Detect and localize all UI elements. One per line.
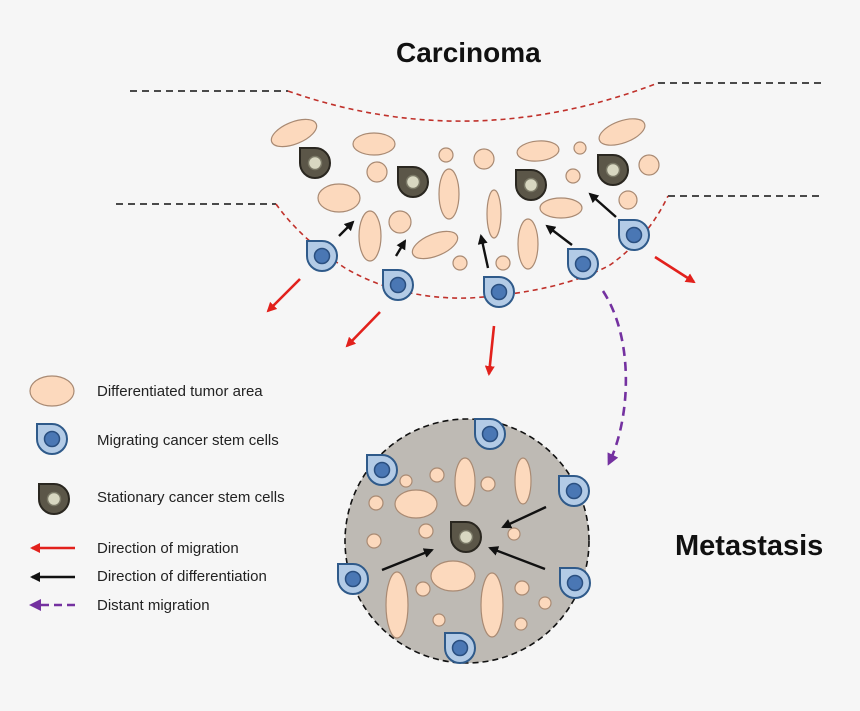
differentiated-cells-metastasis [366,457,552,639]
stationary-stem-cell-metastasis [450,521,482,553]
distant-migration-arrow [601,290,628,466]
legend [29,375,75,611]
differentiated-cells-carcinoma [270,118,660,271]
migration-arrows-carcinoma [266,255,696,376]
tumor-top-boundary [287,82,659,122]
legend-label-distant: Distant migration [97,597,210,614]
carcinoma-title: Carcinoma [396,37,541,68]
differentiation-arrows-metastasis [381,505,547,572]
metastasis-title: Metastasis [675,530,824,562]
legend-label-migration-dir: Direction of migration [97,540,239,557]
legend-differentiated-swatch [29,375,75,407]
migrating-stem-cells-carcinoma [306,219,650,308]
legend-migrating-swatch [36,423,68,455]
metastasis-region [337,418,591,664]
legend-label-differentiated: Differentiated tumor area [97,383,263,400]
differentiation-arrows-carcinoma [338,192,617,269]
legend-label-differentiation-dir: Direction of differentiation [97,568,267,585]
carcinoma-region [116,82,824,466]
legend-label-migrating: Migrating cancer stem cells [97,432,279,449]
legend-stationary-swatch [38,483,70,515]
legend-label-stationary: Stationary cancer stem cells [97,489,285,506]
